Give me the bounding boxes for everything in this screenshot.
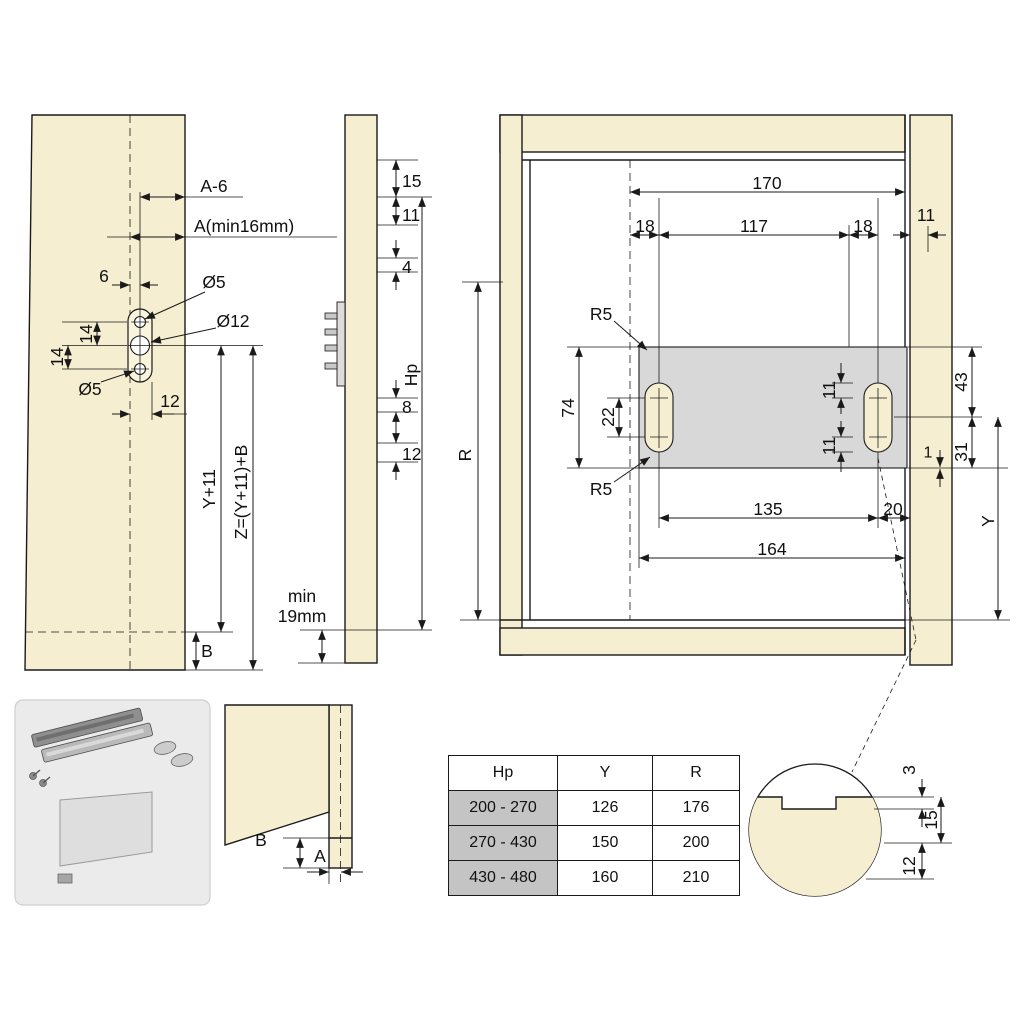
dim-22-label: 22: [598, 407, 618, 426]
dim-min19-label-2: 19mm: [278, 606, 327, 626]
dim-dia5-top-label: Ø5: [202, 272, 225, 292]
dim-6-label: 6: [99, 266, 109, 286]
dim-r-label: R: [455, 449, 475, 462]
dim-74-label: 74: [558, 398, 578, 418]
dim-y11-label: Y+11: [199, 469, 219, 509]
panel-edge-view: 15 11 4 Hp 8 12 min 19mm: [278, 114, 432, 664]
runner-mounting-plate: [638, 346, 908, 469]
bracket-stud: [324, 344, 338, 352]
dim-a6-label: A-6: [200, 176, 227, 196]
dim-31-label: 31: [951, 442, 971, 461]
bracket-stud: [324, 328, 338, 336]
y-value-cell: 150: [557, 825, 653, 861]
dim-11-top-label: 11: [819, 381, 839, 399]
dim-12-label: 12: [160, 391, 179, 411]
dim-14-bottom-label: 14: [47, 347, 67, 367]
corner-detail-view: B A: [224, 704, 363, 884]
cabinet-front-view: 170 18 117 18 11 R5 R5 74 22 11 11 43 1 …: [455, 114, 1010, 773]
front-panel-break: [224, 704, 330, 846]
dim-8-label: 8: [402, 397, 412, 417]
dim-117-label: 117: [740, 216, 768, 236]
r-value-cell: 176: [652, 790, 740, 826]
drawer-back-panel-icon: [59, 791, 153, 867]
dim-amin-label: A(min16mm): [194, 216, 294, 236]
table-row: 430 - 480 160 210: [448, 860, 740, 896]
dim-170-label: 170: [752, 173, 781, 193]
table-row: 270 - 430 150 200: [448, 825, 740, 861]
y-value-cell: 126: [557, 790, 653, 826]
dim-b-label: B: [201, 641, 213, 661]
r-value-cell: 210: [652, 860, 740, 896]
cover-cap-icon: [170, 753, 194, 767]
corner-dim-b-label: B: [255, 830, 267, 850]
dim-dia5-bottom-label: Ø5: [78, 379, 101, 399]
table-header-r: R: [652, 755, 740, 791]
dim-min19-label-1: min: [288, 586, 316, 606]
dim-15-label: 15: [402, 171, 421, 191]
dim-r5-top-label: R5: [590, 304, 612, 324]
dim-20-label: 20: [883, 499, 903, 519]
table-header-row: Hp Y R: [448, 755, 740, 791]
table-row: 200 - 270 126 176: [448, 790, 740, 826]
cover-cap-icon: [153, 741, 177, 755]
cabinet-left-stile: [499, 114, 523, 656]
hp-y-r-table: Hp Y R 200 - 270 126 176 270 - 430 150 2…: [448, 755, 740, 896]
hp-range-cell: 430 - 480: [448, 860, 558, 896]
fitting-clip-icon: [57, 873, 73, 884]
hp-range-cell: 270 - 430: [448, 825, 558, 861]
table-header-y: Y: [557, 755, 653, 791]
dim-hp-label: Hp: [401, 364, 421, 386]
product-illustration: [14, 699, 211, 906]
dim-135-label: 135: [753, 499, 782, 519]
notch-dim-12-label: 12: [899, 856, 919, 875]
corner-dim-a-label: A: [314, 846, 326, 866]
bracket-stud: [324, 362, 338, 370]
r-value-cell: 200: [652, 825, 740, 861]
notch-dim-3-label: 3: [899, 765, 919, 775]
notch-dim-15-label: 15: [921, 810, 941, 829]
dim-dia12-label: Ø12: [216, 311, 249, 331]
side-panel-edge: [344, 114, 378, 664]
cabinet-bottom-rail: [499, 627, 906, 656]
dim-43-label: 43: [951, 372, 971, 391]
cabinet-top-rail: [499, 114, 906, 153]
dim-y-label: Y: [978, 515, 998, 527]
right-side-panel-edge: [909, 114, 953, 666]
dim-18-left-label: 18: [635, 216, 654, 236]
dim-11-label: 11: [402, 205, 420, 225]
runner-bracket: [336, 301, 346, 387]
dim-18-right-label: 18: [853, 216, 872, 236]
dim-14-top-label: 14: [76, 324, 96, 344]
hp-range-cell: 200 - 270: [448, 790, 558, 826]
panel-front-view: A-6 A(min16mm) 6 Ø5 Ø12 Ø5 14 14 12 Y+11…: [24, 114, 337, 671]
table-header-hp: Hp: [448, 755, 558, 791]
dim-r5-bottom-label: R5: [590, 479, 612, 499]
panel-notch-profile: [749, 797, 881, 896]
bracket-stud: [324, 312, 338, 320]
dim-1-label: 1: [924, 445, 933, 462]
dim-z-label: Z=(Y+11)+B: [231, 445, 251, 540]
drawer-slide-rails-icon: [31, 707, 153, 763]
dim-11-panel-label: 11: [917, 205, 935, 225]
dim-164-label: 164: [757, 539, 786, 559]
dim-11-bottom-label: 11: [819, 437, 839, 455]
y-value-cell: 160: [557, 860, 653, 896]
notch-detail-view: 3 15 12: [748, 763, 952, 897]
dim-12-side-label: 12: [402, 444, 421, 464]
dim-4-label: 4: [402, 257, 412, 277]
